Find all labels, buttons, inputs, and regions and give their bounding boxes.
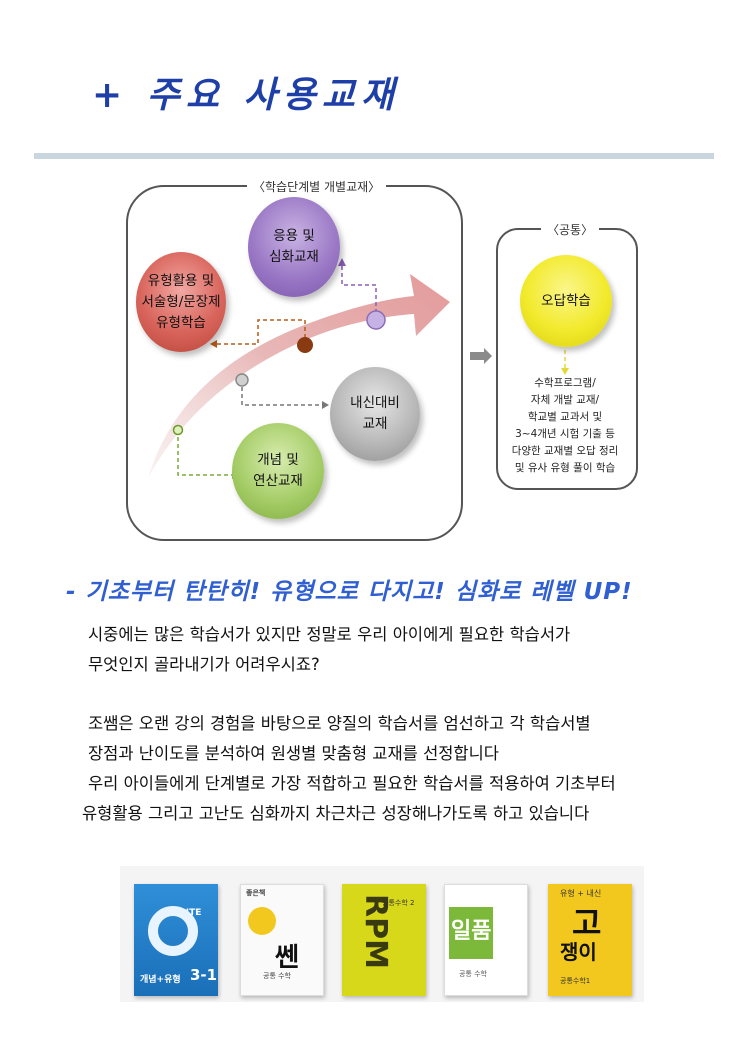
green-panel [449, 907, 493, 959]
exam-line2: 교재 [362, 416, 388, 432]
wrong-answer-circle: 오답학습 [520, 255, 612, 347]
wrong-answer-label: 오답학습 [541, 292, 591, 309]
book-title: 일품 [451, 919, 492, 944]
book-title: 쎈 [275, 943, 299, 973]
header-divider [34, 153, 714, 159]
book-title: 고 [572, 904, 602, 942]
common-desc-line: 다양한 교재별 오답 정리 [511, 445, 619, 457]
concept-line1: 개념 및 [257, 452, 299, 468]
growth-arrow [148, 258, 569, 479]
common-desc-line: 3~4개년 시험 기출 등 [515, 428, 615, 440]
book-subtitle: 공통수학 2 [382, 899, 415, 907]
intro-paragraph: 시중에는 많은 학습서가 있지만 정말로 우리 아이에게 필요한 학습서가 무엇… [88, 620, 570, 680]
book-cover-rpm: RPM 공통수학 2 [342, 884, 426, 996]
page-title: + 주요 사용교재 [92, 74, 400, 116]
paragraph-line: 무엇인지 골라내기가 어려우시죠? [88, 655, 320, 674]
type-line2: 서술형/문장제 [141, 293, 221, 310]
paragraph-line: 조쌤은 오랜 강의 경험을 바탕으로 양질의 학습서를 엄선하고 각 학습서별 [88, 714, 591, 733]
publisher-logo: 좋은책 [246, 889, 266, 897]
exam-line1: 내신대비 [350, 395, 400, 411]
method-paragraph: 조쌤은 오랜 강의 경험을 바탕으로 양질의 학습서를 엄선하고 각 학습서별 … [82, 709, 616, 829]
common-desc-line: 학교별 교과서 및 [527, 411, 603, 423]
book-cover-gojaengi: 유형 + 내신 고 쟁이 공통수학1 [548, 884, 632, 996]
book-title: 개념+유형 [140, 975, 181, 985]
book-subtitle: 공통 수학 [263, 972, 291, 980]
advanced-line1: 응용 및 [273, 228, 315, 244]
book-subtitle: 공통수학1 [560, 977, 591, 985]
common-desc-line: 자체 개발 교재/ [530, 394, 600, 406]
book-title-2: 쟁이 [560, 940, 597, 964]
book-grade: 3-1 [190, 966, 218, 984]
common-desc-line: 및 유사 유형 풀이 학습 [514, 462, 616, 474]
common-panel-label: 〈공통〉 [541, 221, 600, 238]
textbook-covers: LITE 개념+유형 3-1 좋은책 쎈 공통 수학 RPM 공통수학 2 일품… [120, 866, 644, 1002]
type-line3: 유형학습 [156, 314, 206, 331]
ring-graphic-icon [148, 906, 198, 956]
paragraph-line: 우리 아이들에게 단계별로 가장 적합하고 필요한 학습서를 적용하여 기초부터 [88, 774, 616, 793]
c-logo-icon [248, 907, 276, 935]
book-subtitle: 공통 수학 [459, 970, 487, 978]
concept-line2: 연산교재 [253, 473, 303, 489]
book-cover-ssen: 좋은책 쎈 공통 수학 [240, 884, 324, 996]
common-description: 수학프로그램/ 자체 개발 교재/ 학교별 교과서 및 3~4개년 시험 기출 … [497, 375, 633, 477]
common-desc-line: 수학프로그램/ [534, 377, 596, 389]
paragraph-line: 장점과 난이도를 분석하여 원생별 맞춤형 교재를 선정합니다 [88, 744, 499, 763]
paragraph-line: 유형활용 그리고 고난도 심화까지 차근차근 성장해나가도록 하고 있습니다 [82, 804, 590, 823]
paragraph-line: 시중에는 많은 학습서가 있지만 정말로 우리 아이에게 필요한 학습서가 [88, 625, 571, 644]
book-top-text: 유형 + 내신 [560, 889, 602, 898]
slogan: - 기초부터 탄탄히! 유형으로 다지고! 심화로 레벨 UP! [66, 579, 633, 605]
advanced-line2: 심화교재 [269, 249, 319, 265]
stage-panel-label: 〈학습단계별 개별교재〉 [247, 178, 387, 195]
type-line1: 유형활용 및 [147, 272, 215, 289]
book-cover-ilpum: 일품 공통 수학 [444, 884, 528, 996]
book-cover-lite: LITE 개념+유형 3-1 [134, 884, 218, 996]
